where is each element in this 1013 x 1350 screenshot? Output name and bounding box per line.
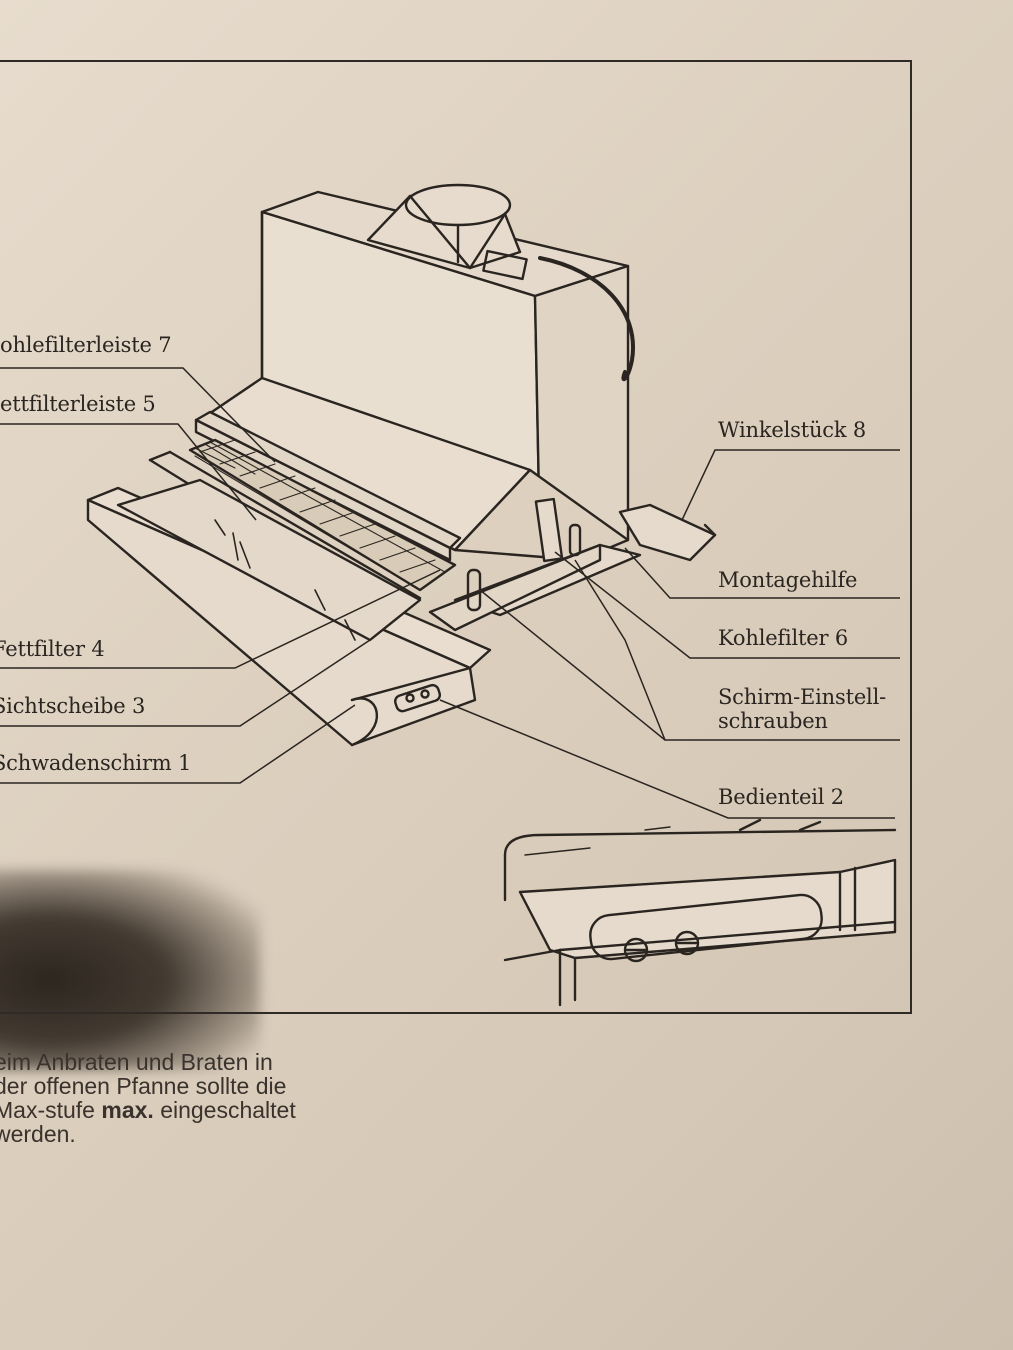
- visor-frame: [86, 478, 492, 747]
- leader-schwadenschirm: [0, 704, 356, 784]
- mounting-rail: [428, 497, 642, 632]
- leader-schirm: [574, 559, 900, 741]
- control-panel-detail: [503, 818, 897, 1007]
- label-kohlefilterleiste: ohlefilterleiste 7: [0, 333, 172, 357]
- power-cable: [538, 256, 636, 382]
- leader-fettfilter: [0, 569, 441, 669]
- note-line-1: eim Anbraten und Braten in: [0, 1049, 273, 1075]
- note-line-3: Max-stufe max. eingeschaltet: [0, 1098, 414, 1122]
- angle-piece: [618, 503, 717, 562]
- label-fettfilterleiste: ettfilterleiste 5: [0, 392, 156, 416]
- leader-bedienteil: [439, 699, 895, 819]
- carbon-filter-strip: [194, 410, 462, 562]
- leader-kohlefilter: [554, 551, 900, 659]
- label-winkelstueck: Winkelstück 8: [718, 418, 866, 442]
- label-schirm-einstell-2: schrauben: [718, 709, 828, 733]
- note-line-3-pre: Max-stufe: [0, 1097, 102, 1123]
- label-schwadenschirm: Schwadenschirm 1: [0, 751, 192, 775]
- instruction-note: eim Anbraten und Braten in der offenen P…: [0, 1050, 414, 1146]
- label-kohlefilter: Kohlefilter 6: [718, 626, 848, 650]
- glass-marks: [214, 519, 356, 641]
- leader-kohlefilterleiste: [0, 367, 276, 463]
- leader-fettfilterleiste: [0, 423, 257, 521]
- leader-winkelstueck: [681, 449, 900, 521]
- leader-montagehilfe: [624, 547, 900, 599]
- label-fettfilter: Fettfilter 4: [0, 637, 105, 661]
- hand-shadow: [0, 870, 260, 1070]
- label-schirm-einstell-1: Schirm-Einstell-: [718, 685, 886, 709]
- label-sichtscheibe: Sichtscheibe 3: [0, 694, 146, 718]
- exhaust-collar: [366, 183, 528, 281]
- leader-sichtscheibe: [0, 639, 371, 727]
- label-montagehilfe: Montagehilfe: [718, 568, 858, 592]
- note-line-2: der offenen Pfanne sollte die: [0, 1073, 287, 1099]
- filter-mesh: [194, 439, 446, 591]
- label-bedienteil: Bedienteil 2: [718, 785, 844, 809]
- figure-frame: [0, 60, 912, 1014]
- note-line-4: werden.: [0, 1121, 76, 1147]
- note-max-bold: max.: [101, 1097, 154, 1123]
- note-line-3-post: eingeschaltet: [153, 1097, 296, 1123]
